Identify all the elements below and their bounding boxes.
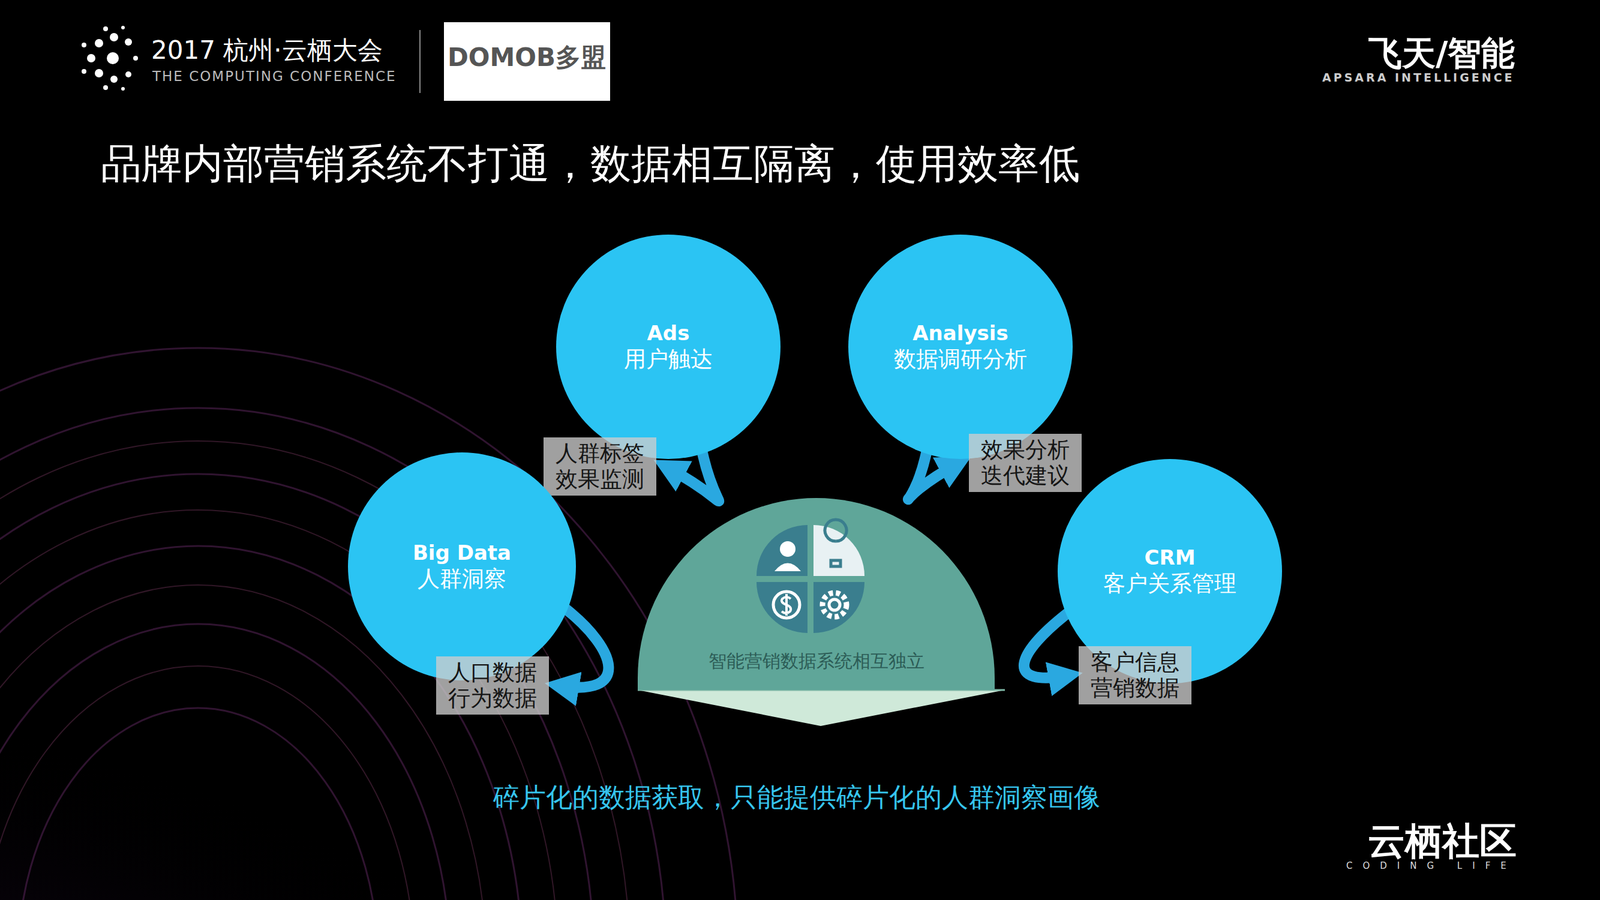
system-role: 用户触达 (623, 345, 713, 374)
insight-icons (756, 519, 865, 633)
system-role: 客户关系管理 (1103, 569, 1237, 598)
data-tag-text: 人群标签 效果监测 (554, 440, 646, 492)
system-role: 数据调研分析 (893, 345, 1028, 374)
curved-arrow (1024, 611, 1070, 678)
circle-fill (347, 452, 576, 681)
system-name: CRM (1144, 544, 1196, 571)
half-disc-fill (637, 497, 995, 690)
central-half-disc: 智能营销数据系统相互独立 (637, 497, 995, 690)
data-tag-box: 效果分析 迭代建议 (968, 433, 1082, 492)
brand-subtitle: APSARA INTELLIGENCE (1322, 70, 1515, 84)
system-role: 人群洞察 (417, 565, 507, 593)
data-tag-text: 人口数据 行为数据 (446, 659, 539, 711)
data-tag-text: 客户信息 营销数据 (1089, 649, 1181, 701)
data-tag-box: 客户信息 营销数据 (1078, 646, 1192, 705)
curved-arrow (558, 607, 609, 688)
system-circle: Ads用户触达 (556, 234, 781, 459)
conference-name: 2017 杭州·云栖大会 (151, 33, 383, 68)
brand-logo: 飞天/智能 (1368, 31, 1515, 77)
slide-title: 品牌内部营销系统不打通，数据相互隔离，使用效率低 (100, 136, 1080, 192)
system-name: Ads (647, 320, 690, 347)
data-tag-box: 人口数据 行为数据 (436, 656, 549, 715)
circle-fill (848, 234, 1073, 459)
system-name: Big Data (412, 539, 512, 566)
circle-fill (556, 234, 781, 459)
system-circle: Analysis数据调研分析 (848, 234, 1073, 459)
system-circle: Big Data人群洞察 (347, 452, 576, 681)
central-caption: 智能营销数据系统相互独立 (637, 649, 995, 674)
conference-subtitle: THE COMPUTING CONFERENCE (152, 68, 397, 84)
community-subtitle: CODING LIFE (1346, 860, 1517, 872)
community-logo: 云栖社区 (1367, 815, 1517, 867)
data-tag-text: 效果分析 迭代建议 (979, 437, 1071, 489)
slide-caption: 碎片化的数据获取，只能提供碎片化的人群洞察画像 (493, 779, 1101, 816)
partner-logo: DOMOB多盟 (447, 40, 606, 75)
data-tag-box: 人群标签 效果监测 (543, 437, 657, 496)
system-name: Analysis (912, 320, 1008, 347)
